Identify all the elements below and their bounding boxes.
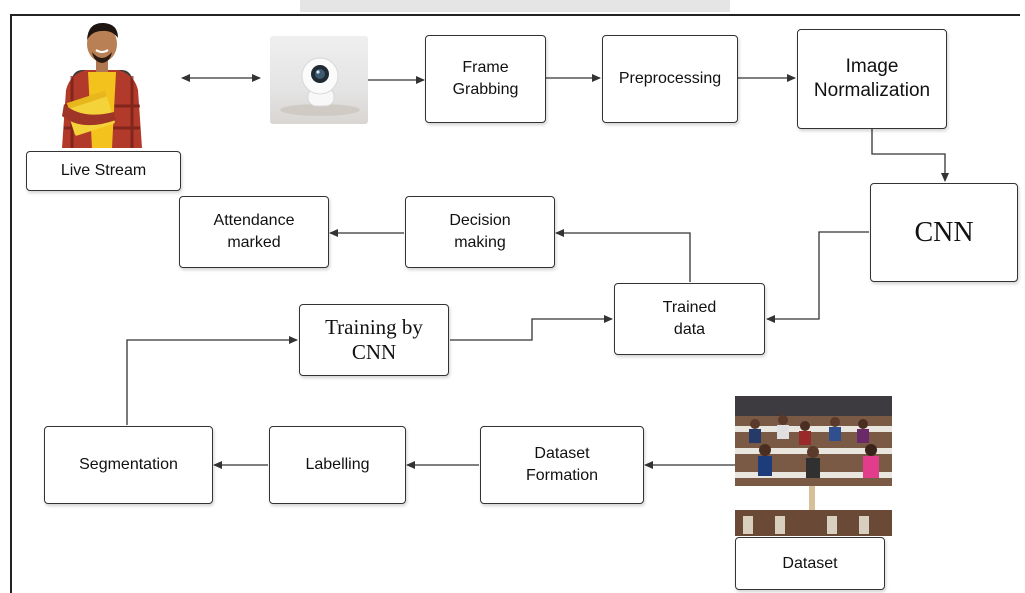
watermark-band xyxy=(300,0,730,12)
node-decision-making: Decision making xyxy=(405,196,555,268)
node-segmentation: Segmentation xyxy=(44,426,213,504)
node-decision-making-label: Decision making xyxy=(449,212,511,251)
node-image-normalization-label: Image Normalization xyxy=(813,56,931,101)
node-dataset-formation: Dataset Formation xyxy=(480,426,644,504)
node-training-by-cnn: Training by CNN xyxy=(299,304,449,376)
edge-cnn-trained xyxy=(766,231,869,323)
node-training-by-cnn-label: Training by CNN xyxy=(325,314,423,364)
node-live-stream-label: Live Stream xyxy=(60,162,147,180)
node-attendance-marked: Attendance marked xyxy=(179,196,329,268)
edge-norm-cnn xyxy=(871,129,949,182)
edge-training-trained xyxy=(450,315,613,341)
frame-top-border xyxy=(10,14,1020,16)
node-labelling-label: Labelling xyxy=(305,456,370,474)
classroom-photo xyxy=(735,396,892,536)
node-frame-grabbing-label: Frame Grabbing xyxy=(452,59,519,98)
edge-seg-training xyxy=(126,336,298,425)
node-dataset-label: Dataset xyxy=(782,554,838,572)
edge-trained-decision xyxy=(555,229,691,282)
node-dataset-formation-label: Dataset Formation xyxy=(525,445,599,484)
node-live-stream: Live Stream xyxy=(26,151,181,191)
node-cnn: CNN xyxy=(870,183,1018,282)
node-attendance-marked-label: Attendance marked xyxy=(213,212,295,251)
node-trained-data-label: Trained data xyxy=(662,299,717,338)
node-preprocessing-label: Preprocessing xyxy=(618,70,722,88)
node-preprocessing: Preprocessing xyxy=(602,35,738,123)
student-photo xyxy=(52,16,152,148)
node-image-normalization: Image Normalization xyxy=(797,29,947,129)
node-dataset: Dataset xyxy=(735,537,885,590)
node-labelling: Labelling xyxy=(269,426,406,504)
node-cnn-label: CNN xyxy=(914,216,974,248)
node-frame-grabbing: Frame Grabbing xyxy=(425,35,546,123)
node-trained-data: Trained data xyxy=(614,283,765,355)
frame-left-border xyxy=(10,14,12,593)
security-camera-photo xyxy=(270,36,368,124)
node-segmentation-label: Segmentation xyxy=(79,456,178,474)
